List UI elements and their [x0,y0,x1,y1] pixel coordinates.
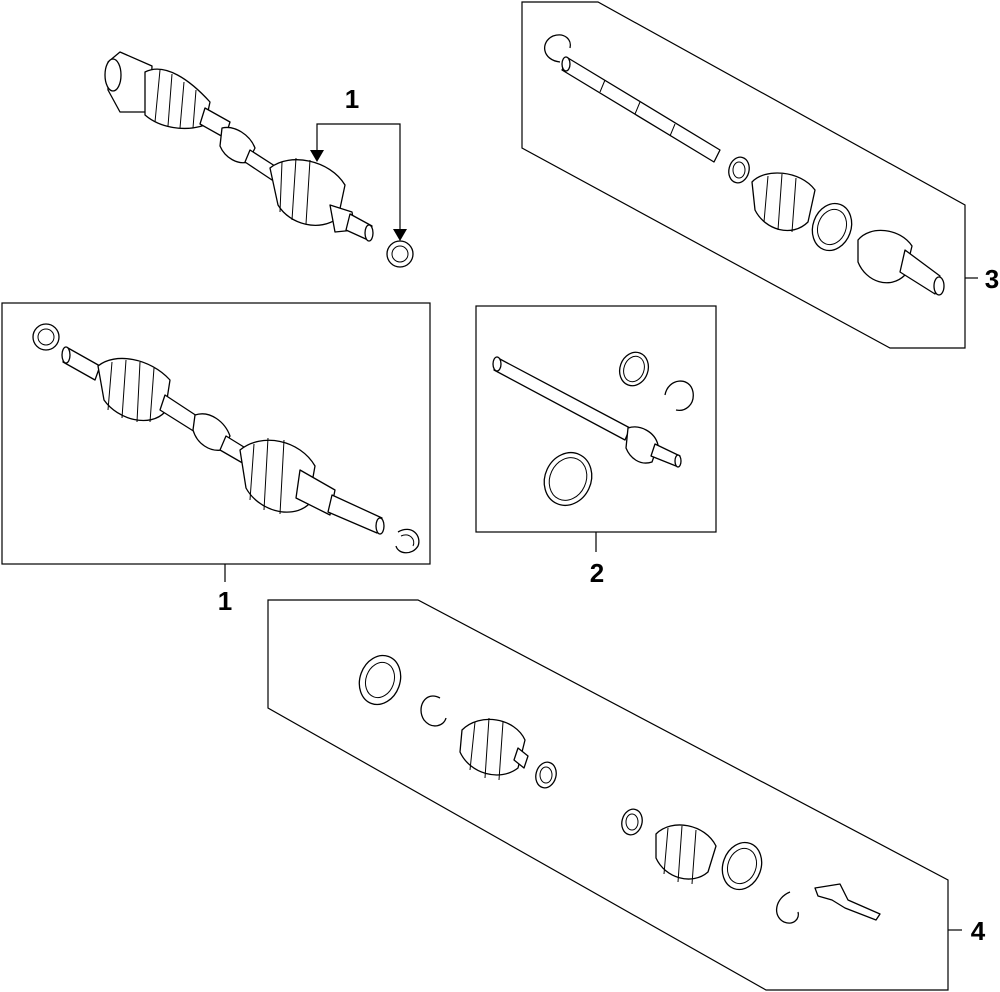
kit-4-parts [358,654,881,924]
circlip-left-icon [32,323,60,351]
axle-assembly-boxed [32,323,420,554]
panel-kit-3 [521,1,966,349]
intermediate-shaft [492,356,682,468]
o-ring-small-icon [618,351,650,387]
callout-2: 2 [590,558,604,588]
callout-4: 4 [971,916,986,946]
callout-3: 3 [985,264,999,294]
ring-kit3-large-icon [811,202,853,252]
ring-kit4-lower-icon [621,808,643,836]
o-ring-large-icon [543,452,593,506]
snap-ring-kit3-icon [544,34,571,63]
snap-ring-kit4-lower-icon [776,891,800,924]
seal-kit4-lower-icon [721,841,763,891]
panel-kit-4 [267,599,949,991]
seal-kit4-top-icon [358,654,402,706]
snap-ring-left-icon [395,528,420,554]
ring-kit4-icon [535,761,557,789]
axle-assembly-top [104,51,414,268]
circlip-top-icon [386,240,414,268]
callout-1-box: 1 [218,586,232,616]
clamp-kit4-icon [814,883,881,921]
callout-1-top: 1 [345,84,359,114]
snap-ring-center-icon [664,380,694,411]
snap-ring-kit4-top-icon [420,695,447,727]
kit-3-parts [544,34,945,296]
box-assembly-1 [1,302,431,565]
ring-kit3-small-icon [728,156,750,184]
